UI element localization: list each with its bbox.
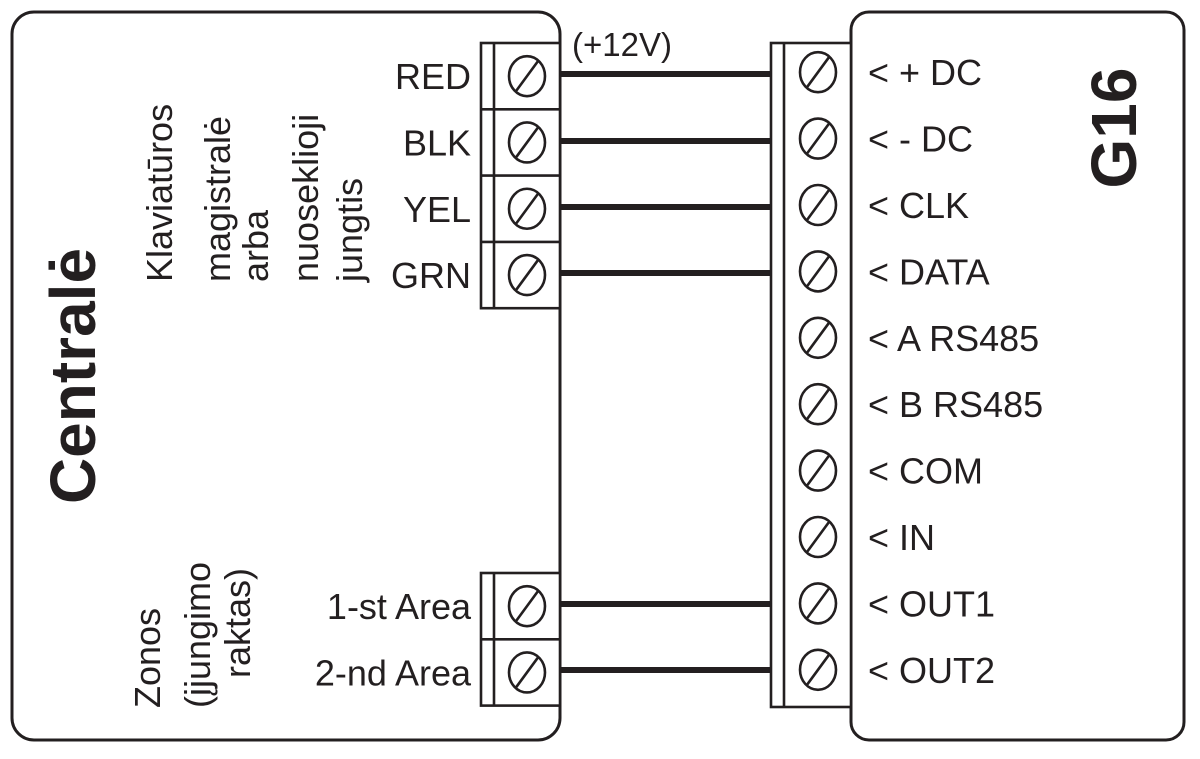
g16-terminal-label: < - DC (868, 119, 973, 160)
screw-icon (507, 253, 547, 297)
g16-terminal: < OUT2 (798, 648, 995, 692)
g16-terminal-label: < OUT1 (868, 583, 995, 624)
zone-terminal-block: 1-st Area 2-nd Area (315, 571, 562, 707)
g16-terminal-label: < DATA (868, 251, 990, 292)
g16-terminal-label: < B RS485 (868, 384, 1043, 425)
screw-icon (798, 449, 838, 492)
wire-voltage-note: (+12V) (572, 26, 672, 63)
screw-icon (507, 54, 547, 98)
zone-terminal-label: 1-st Area (327, 586, 472, 627)
keypad-terminal-label: BLK (403, 122, 471, 163)
keypad-terminal-label: GRN (391, 255, 471, 296)
zone-terminal-label: 2-nd Area (315, 652, 472, 693)
keypad-terminal: BLK (403, 121, 547, 164)
screw-icon (507, 651, 547, 694)
g16-terminal-label: < COM (868, 451, 983, 492)
g16-terminal: < B RS485 (798, 382, 1043, 426)
screw-icon (798, 50, 838, 94)
centrale-box (10, 10, 562, 742)
keypad-terminal: YEL (403, 187, 547, 231)
keypad-terminal-label: YEL (403, 189, 471, 230)
screw-icon (798, 117, 838, 160)
keypad-bus-caption-line: arba (235, 209, 276, 282)
g16-terminal-label: < IN (868, 517, 935, 558)
screw-icon (798, 382, 838, 426)
wires (560, 71, 771, 673)
screw-icon (798, 250, 838, 293)
screw-icon (798, 183, 838, 227)
zones-caption-line: raktas) (217, 568, 258, 678)
keypad-bus-caption-line: jungtis (329, 178, 370, 283)
g16-terminal-label: < A RS485 (868, 318, 1039, 359)
zones-caption-line: (įjungimo (177, 562, 218, 708)
centrale-title: Centralė (37, 248, 109, 504)
screw-icon (798, 582, 838, 625)
g16-terminal: < CLK (798, 183, 969, 227)
screw-icon (507, 584, 547, 628)
keypad-terminal-label: RED (395, 56, 471, 97)
screw-icon (798, 316, 838, 360)
keypad-terminal: GRN (391, 253, 547, 297)
zones-caption-line: Zonos (127, 608, 168, 708)
keypad-bus-caption-line: nuoseklioji (285, 114, 326, 282)
g16-terminal: < + DC (798, 50, 982, 94)
g16-terminal: < A RS485 (798, 316, 1039, 360)
g16-terminal-label: < CLK (868, 185, 969, 226)
g16-terminal-label: < + DC (868, 52, 982, 93)
screw-icon (798, 515, 838, 559)
screw-icon (798, 648, 838, 692)
g16-terminal-label: < OUT2 (868, 650, 995, 691)
g16-terminal: < DATA (798, 250, 990, 293)
keypad-bus-caption-line: magistralė (197, 116, 238, 282)
g16-module: G16 < + DC < - DC < CLK < DATA < A RS485 < B … (769, 10, 1186, 742)
g16-terminal: < COM (798, 449, 983, 492)
g16-terminal: < IN (798, 515, 935, 559)
screw-icon (507, 121, 547, 164)
g16-terminal: < OUT1 (798, 582, 995, 625)
zone-terminal: 2-nd Area (315, 651, 547, 694)
zone-terminal: 1-st Area (327, 584, 547, 628)
g16-terminal: < - DC (798, 117, 973, 160)
g16-title: G16 (1078, 68, 1150, 189)
g16-terminal-block: < + DC < - DC < CLK < DATA < A RS485 < B RS48… (769, 41, 1043, 709)
keypad-terminal: RED (395, 54, 547, 98)
keypad-bus-caption-line: Klaviatūros (139, 104, 180, 282)
screw-icon (507, 187, 547, 231)
keypad-terminal-block: RED BLK YEL GRN (391, 41, 562, 310)
